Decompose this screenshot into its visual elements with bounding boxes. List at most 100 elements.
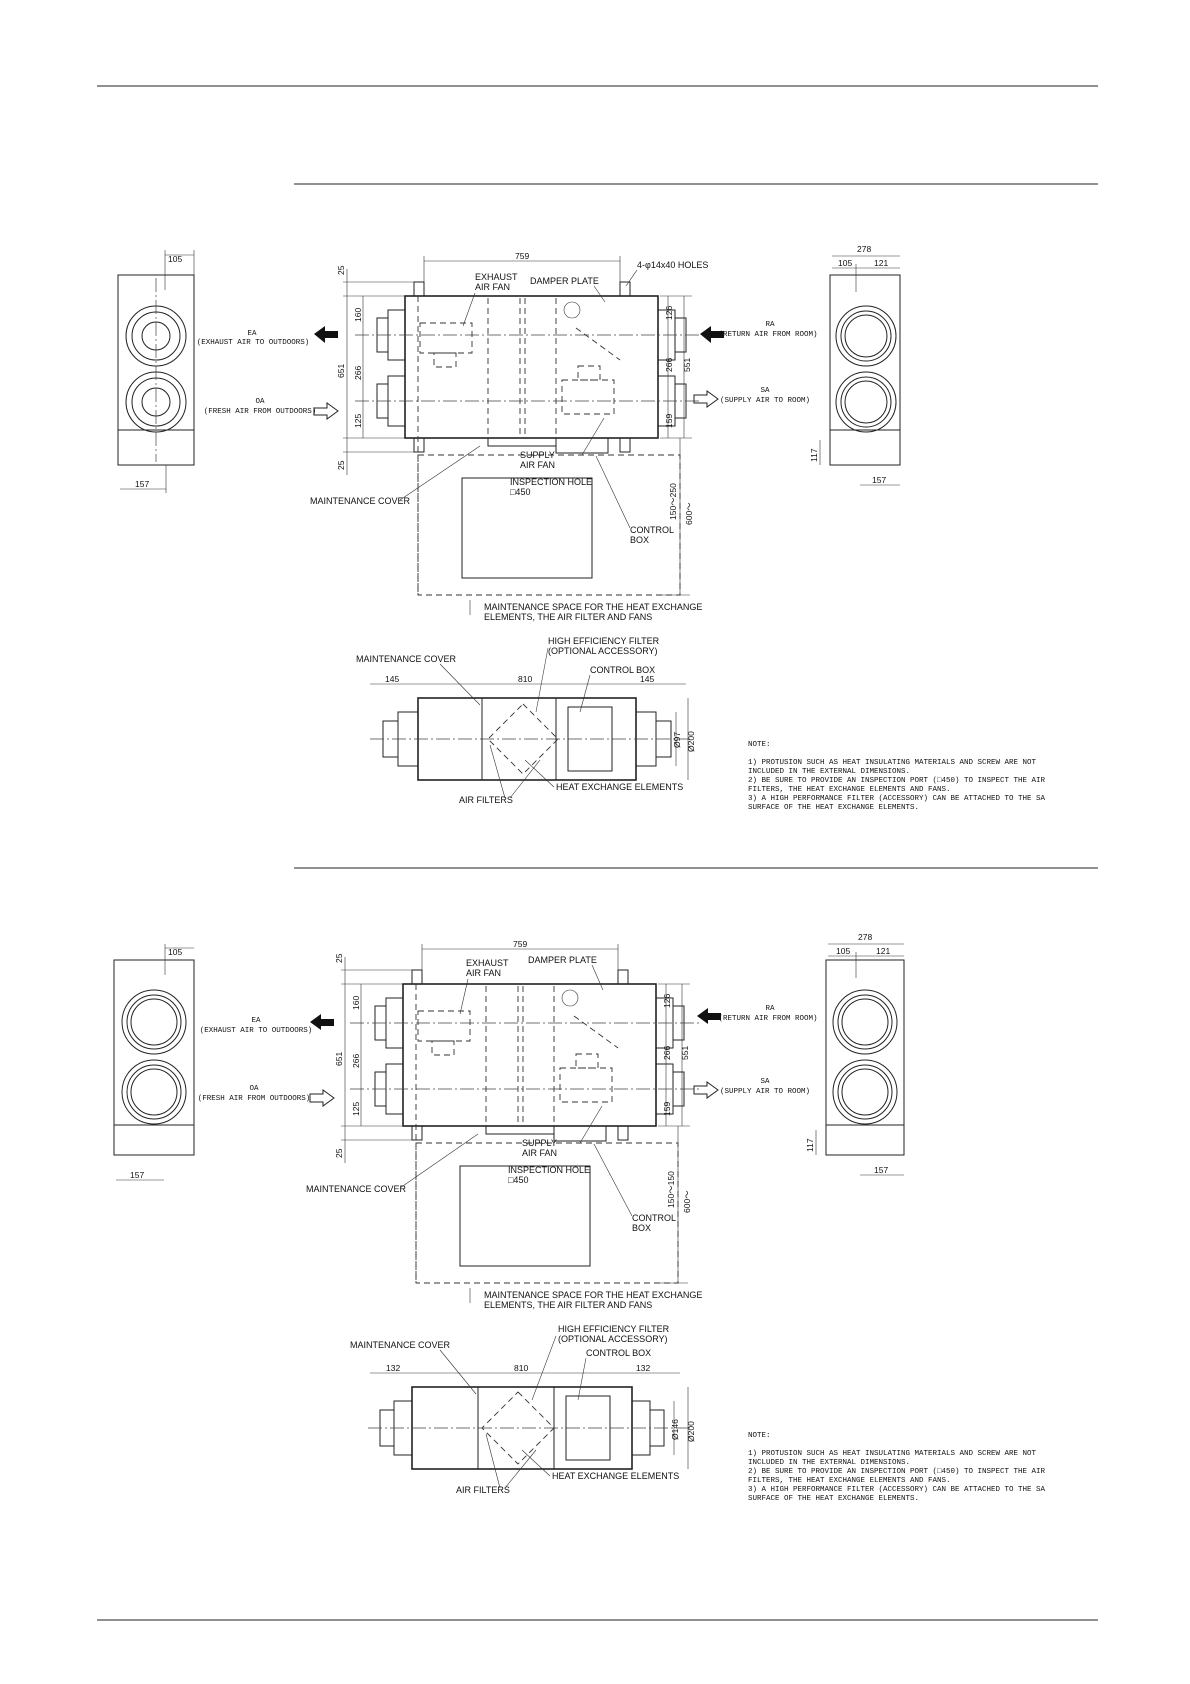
ra-label: RA: [765, 321, 775, 329]
plan-view-2: 759 EXHAUST AIR FAN DAMPER PLATE 25 160 …: [306, 939, 702, 1310]
oa-arrow-1: OA (FRESH AIR FROM OUTDOORS): [204, 398, 339, 420]
dim-phi-b-2: Ø200: [686, 1421, 696, 1442]
dim-right-157-2: 157: [874, 1165, 888, 1175]
dim-left-top-2: 105: [168, 947, 182, 957]
sa-arrow-2: SA (SUPPLY AIR TO ROOM): [693, 1078, 810, 1099]
supply-fan-label-b: SUPPLY: [522, 1138, 557, 1148]
ea-label: EA: [247, 330, 257, 338]
note-line-2: 1) PROTUSION SUCH AS HEAT INSULATING MAT…: [748, 1450, 1037, 1458]
note-line: FILTERS, THE HEAT EXCHANGE ELEMENTS AND …: [748, 786, 951, 794]
dim-150-250: 150～250: [668, 483, 678, 520]
note-line-2: SURFACE OF THE HEAT EXCHANGE ELEMENTS.: [748, 1495, 919, 1503]
hex-label: HEAT EXCHANGE ELEMENTS: [556, 782, 683, 792]
dim-651-2: 651: [334, 1052, 344, 1066]
ea-desc: (EXHAUST AIR TO OUTDOORS): [197, 339, 310, 347]
note-line: 2) BE SURE TO PROVIDE AN INSPECTION PORT…: [748, 777, 1046, 785]
note-line: 1) PROTUSION SUCH AS HEAT INSULATING MAT…: [748, 759, 1037, 767]
maint-space-label-b2: ELEMENTS, THE AIR FILTER AND FANS: [484, 1300, 652, 1310]
ea-arrow-1: EA (EXHAUST AIR TO OUTDOORS): [197, 326, 338, 347]
air-filters-label-2: AIR FILTERS: [456, 1485, 510, 1495]
dim-600-2: 600～: [682, 1190, 692, 1213]
inspection-size-2: □450: [508, 1175, 528, 1185]
exhaust-fan-label-2: AIR FAN: [475, 282, 510, 292]
dim-125: 125: [353, 414, 363, 428]
maint-cover-label-2: MAINTENANCE COVER: [306, 1184, 407, 1194]
dim-left-top: 105: [168, 254, 182, 264]
right-side-view: 278 105 121 117 157: [809, 244, 901, 486]
dim-phi-b: Ø200: [686, 731, 696, 752]
supply-fan-label-2: AIR FAN: [520, 460, 555, 470]
hex-label-2: HEAT EXCHANGE ELEMENTS: [552, 1471, 679, 1481]
inspection-size: □450: [510, 487, 530, 497]
dim-117: 117: [809, 448, 819, 462]
inspection-label: INSPECTION HOLE: [510, 477, 592, 487]
filter-label-b: HIGH EFFICIENCY FILTER: [558, 1324, 670, 1334]
dim-117-2: 117: [805, 1138, 815, 1152]
filter-label-2: (OPTIONAL ACCESSORY): [548, 646, 658, 656]
dim-266-left: 266: [353, 366, 363, 380]
left-side-view: 105 157: [117, 250, 195, 493]
dim-right-105: 105: [838, 258, 852, 268]
maint-space-label-b: MAINTENANCE SPACE FOR THE HEAT EXCHANGE: [484, 1290, 702, 1300]
elev-maint-cover: MAINTENANCE COVER: [356, 654, 457, 664]
dim-left-bottom-2: 157: [130, 1170, 144, 1180]
exhaust-fan-label: EXHAUST: [475, 272, 518, 282]
elevation-view: 145 810 145 Ø97 Ø200 MAINTENANCE COVER H…: [356, 636, 696, 805]
dim-159: 159: [664, 414, 674, 428]
dim-25-bottom-2: 25: [334, 1148, 344, 1158]
elev-maint-cover-2: MAINTENANCE COVER: [350, 1340, 451, 1350]
dim-phi-a-2: Ø146: [670, 1419, 680, 1440]
dim-150-150: 150～150: [666, 1171, 676, 1208]
drawing-2: 105 157 EA (EXHAUST AIR TO OUTDOORS) OA …: [113, 932, 1046, 1503]
right-side-view-2: 278 105 121 117 157: [805, 932, 905, 1176]
oa-desc-2: (FRESH AIR FROM OUTDOORS): [198, 1095, 311, 1103]
dim-810-2: 810: [514, 1363, 528, 1373]
note-line: INCLUDED IN THE EXTERNAL DIMENSIONS.: [748, 768, 910, 776]
note-title-2: NOTE:: [748, 1432, 771, 1440]
dim-126: 126: [664, 306, 674, 320]
drawing-1: 105 157 EA (EXHAUST AIR TO OUTDOORS) OA …: [117, 244, 1046, 812]
ra-desc: (RETURN AIR FROM ROOM): [718, 331, 817, 339]
dim-plan-width-2: 759: [513, 939, 527, 949]
maint-cover-label: MAINTENANCE COVER: [310, 496, 411, 506]
control-box-label-b: CONTROL: [632, 1213, 676, 1223]
filter-label-b2: (OPTIONAL ACCESSORY): [558, 1334, 668, 1344]
dim-132-left: 132: [386, 1363, 400, 1373]
note-block-2: NOTE: 1) PROTUSION SUCH AS HEAT INSULATI…: [748, 1432, 1046, 1503]
left-side-view-2: 105 157: [113, 944, 195, 1181]
maint-space-label-2: ELEMENTS, THE AIR FILTER AND FANS: [484, 612, 652, 622]
ea-label-2: EA: [251, 1017, 261, 1025]
exhaust-fan-label-b: EXHAUST: [466, 958, 509, 968]
dim-121-2: 121: [876, 946, 890, 956]
ra-arrow-1: RA (RETURN AIR FROM ROOM): [700, 321, 818, 343]
note-title: NOTE:: [748, 741, 771, 749]
oa-desc: (FRESH AIR FROM OUTDOORS): [204, 408, 317, 416]
supply-fan-label-b2: AIR FAN: [522, 1148, 557, 1158]
inspection-label-2: INSPECTION HOLE: [508, 1165, 590, 1175]
note-line: SURFACE OF THE HEAT EXCHANGE ELEMENTS.: [748, 804, 919, 812]
air-filters-label: AIR FILTERS: [459, 795, 513, 805]
ea-desc-2: (EXHAUST AIR TO OUTDOORS): [200, 1027, 313, 1035]
dim-145-right: 145: [640, 674, 654, 684]
dim-551: 551: [682, 358, 692, 372]
elev-control-box: CONTROL BOX: [590, 665, 655, 675]
holes-label: 4-φ14x40 HOLES: [637, 260, 708, 270]
dim-278-2: 278: [858, 932, 872, 942]
note-line-2: 3) A HIGH PERFORMANCE FILTER (ACCESSORY)…: [748, 1486, 1046, 1494]
dim-25-bottom: 25: [336, 460, 346, 470]
dim-126-2: 126: [662, 994, 672, 1008]
sa-desc: (SUPPLY AIR TO ROOM): [720, 397, 810, 405]
sa-label-2: SA: [760, 1078, 770, 1086]
dim-266-right-2: 266: [662, 1046, 672, 1060]
oa-arrow-2: OA (FRESH AIR FROM OUTDOORS): [198, 1085, 335, 1107]
plan-view: 759 4-φ14x40 HOLES EXHAUST AIR FAN DAMPE…: [310, 251, 708, 622]
note-line-2: FILTERS, THE HEAT EXCHANGE ELEMENTS AND …: [748, 1477, 951, 1485]
control-box-label-2: BOX: [630, 535, 649, 545]
note-line-2: INCLUDED IN THE EXTERNAL DIMENSIONS.: [748, 1459, 910, 1467]
sa-label: SA: [760, 387, 770, 395]
dim-651: 651: [336, 364, 346, 378]
elev-control-box-2: CONTROL BOX: [586, 1348, 651, 1358]
supply-fan-label: SUPPLY: [520, 450, 555, 460]
dim-810: 810: [518, 674, 532, 684]
